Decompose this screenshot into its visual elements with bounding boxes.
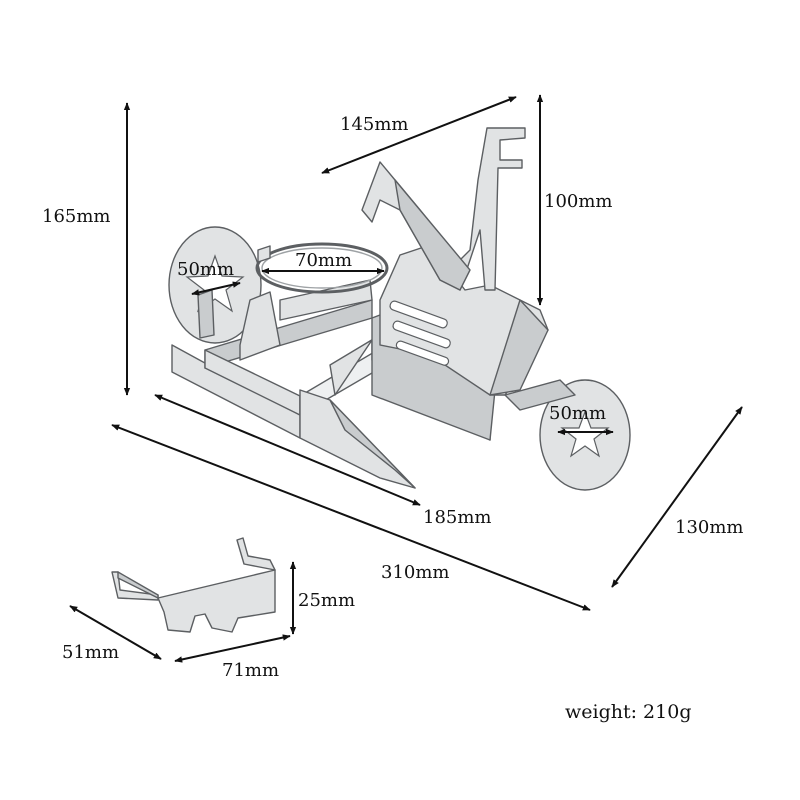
arrow-145mm [321, 96, 517, 174]
motorcycle-stand [168, 127, 631, 491]
label-50mm-right: 50mm [549, 403, 606, 424]
label-100mm: 100mm [544, 191, 613, 212]
label-310mm: 310mm [381, 562, 450, 583]
arrow-71mm [174, 634, 291, 663]
dimension-arrows [69, 94, 743, 663]
arrow-50mm-left [191, 281, 241, 296]
arrow-51mm [69, 605, 162, 660]
label-185mm: 185mm [423, 507, 492, 528]
label-71mm: 71mm [222, 660, 279, 681]
label-145mm: 145mm [340, 114, 409, 135]
label-130mm: 130mm [675, 517, 744, 538]
label-51mm: 51mm [62, 642, 119, 663]
weight-label: weight: 210g [565, 701, 692, 723]
label-70mm: 70mm [295, 250, 352, 271]
label-25mm: 25mm [298, 590, 355, 611]
label-50mm-left: 50mm [177, 259, 234, 280]
arrow-310mm [111, 424, 591, 611]
dimension-labels: 145mm 100mm 165mm 50mm 70mm 50mm 185mm 3… [42, 114, 744, 681]
right-wheel [504, 379, 631, 491]
label-165mm: 165mm [42, 206, 111, 227]
arrow-130mm [611, 406, 743, 588]
glasses-accessory [111, 537, 276, 633]
